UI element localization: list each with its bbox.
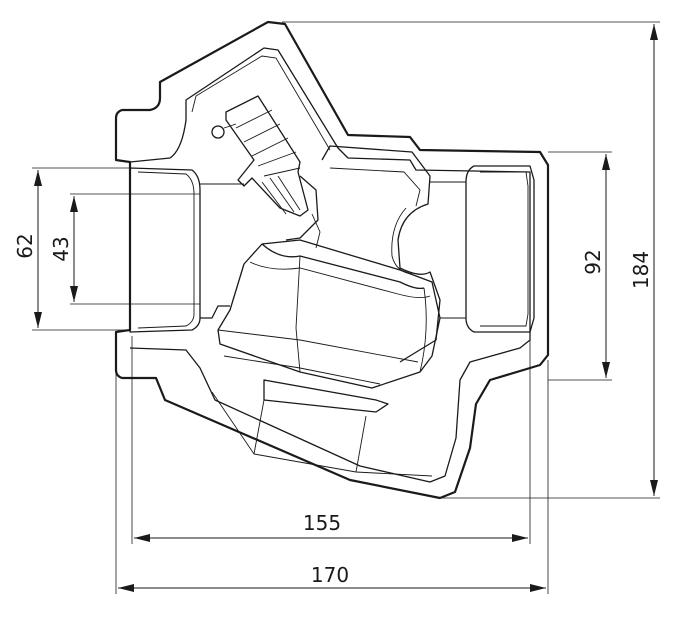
stem-segment-lines	[235, 109, 301, 177]
body-inner-contour	[129, 47, 531, 483]
arrow-62-bottom	[34, 312, 42, 328]
arrow-43-top	[70, 196, 78, 212]
base-block	[211, 379, 433, 477]
arrow-92-top	[602, 154, 610, 170]
dimension-184: 184	[282, 21, 660, 499]
arrow-155-right	[512, 534, 528, 542]
upper-cavity-inner	[329, 167, 421, 207]
left-flange-outline	[114, 148, 132, 355]
dimension-184-label: 184	[629, 251, 653, 289]
disc-body	[217, 239, 441, 389]
disc-center-line	[295, 255, 301, 373]
right-port-inner-ring	[480, 171, 529, 327]
dimension-43: 43	[49, 193, 200, 305]
cavity-divider	[285, 175, 319, 241]
arrow-92-bottom	[602, 362, 610, 378]
dimension-92-label: 92	[581, 249, 605, 274]
dimension-170-label: 170	[311, 563, 349, 587]
arrow-43-bottom	[70, 286, 78, 302]
left-bore-lower	[200, 305, 230, 319]
dimension-62: 62	[13, 167, 130, 331]
dimension-155-label: 155	[303, 511, 341, 535]
valve-body	[114, 20, 550, 500]
stem-body	[225, 95, 309, 217]
body-outer-contour	[114, 20, 550, 500]
internal-cavity	[285, 145, 441, 363]
disc-top-face	[261, 243, 425, 290]
disc-lower-band	[217, 329, 419, 363]
dimension-92: 92	[548, 151, 612, 381]
base-right-edge	[355, 415, 367, 473]
cavity-seat-line	[391, 207, 413, 275]
right-port-flange	[465, 165, 535, 333]
arrow-170-left	[118, 584, 134, 592]
arrow-184-bottom	[650, 480, 658, 496]
left-port-inner-ring	[137, 171, 195, 329]
base-outline	[263, 379, 389, 413]
neck-inner-line	[191, 55, 331, 151]
disc-right-face	[419, 287, 427, 373]
disc-element	[217, 239, 441, 389]
base-bottom	[211, 391, 433, 477]
disc-top-rim	[249, 261, 431, 299]
stem-thread-lines	[261, 175, 301, 215]
dimension-62-label: 62	[13, 233, 37, 258]
dimension-170: 170	[115, 360, 549, 594]
arrow-155-left	[134, 534, 150, 542]
dimension-155: 155	[131, 336, 531, 544]
base-left-edge	[253, 399, 265, 455]
stem-assembly	[211, 95, 321, 249]
left-port-flange	[129, 167, 201, 333]
stem-pin	[211, 125, 225, 139]
upper-cavity	[321, 145, 441, 363]
left-port	[129, 167, 244, 333]
right-port	[430, 165, 535, 333]
disc-base	[223, 355, 381, 385]
stem-linkage	[223, 123, 321, 249]
dimension-43-label: 43	[49, 236, 73, 261]
arrow-170-right	[530, 584, 546, 592]
arrow-62-top	[34, 170, 42, 186]
arrow-184-top	[650, 24, 658, 40]
